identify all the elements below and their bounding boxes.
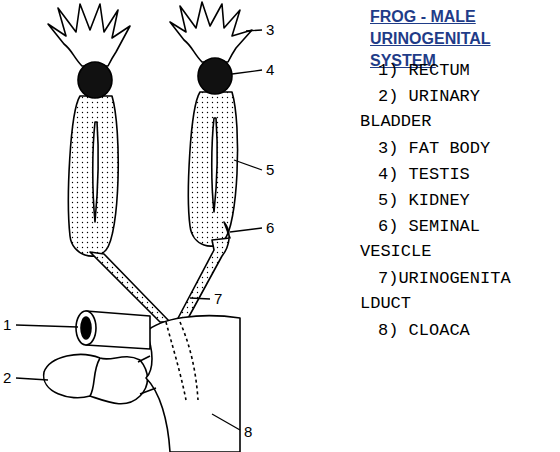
cloaca-line: [166, 322, 198, 400]
leader-line: [16, 325, 78, 327]
part-list-item: 4) TESTIS: [360, 162, 552, 187]
part-list-item: 3) FAT BODY: [360, 136, 552, 161]
leader-line: [246, 30, 262, 31]
fat-body: [48, 4, 130, 66]
callout-number: 2: [3, 370, 11, 386]
part-list-item: 2) URINARY BLADDER: [360, 84, 552, 134]
fat-body: [170, 2, 252, 62]
kidney-slit: [212, 118, 217, 212]
callout-number: 3: [266, 22, 274, 38]
part-list-item: 5) KIDNEY: [360, 188, 552, 213]
callout-number: 8: [244, 424, 252, 440]
kidney: [188, 92, 237, 246]
cloaca: [146, 316, 240, 452]
callout-number: 4: [266, 62, 274, 78]
part-list-item: 1) RECTUM: [360, 58, 552, 83]
callout-number: 6: [266, 220, 274, 236]
testis: [78, 62, 112, 98]
kidney: [68, 96, 118, 256]
leader-line: [234, 160, 262, 170]
callout-number: 5: [266, 162, 274, 178]
callout-number: 7: [214, 291, 222, 307]
testis: [198, 58, 232, 94]
part-list-item: 6) SEMINAL VESICLE: [360, 214, 552, 264]
kidney-slit: [93, 122, 98, 222]
seminal-vesicle: [176, 222, 230, 322]
rectum-opening: [81, 317, 91, 339]
urinary-bladder: [44, 354, 148, 403]
part-list-item: 7)URINOGENITA LDUCT: [360, 266, 552, 316]
leader-line: [212, 414, 240, 430]
leader-line: [232, 70, 262, 74]
bladder-neck: [138, 356, 156, 394]
callout-number: 1: [3, 317, 11, 333]
leader-line: [16, 378, 48, 380]
leader-line: [190, 298, 210, 299]
rectum-opening: [76, 311, 96, 345]
bladder-notch: [90, 358, 100, 396]
part-list-item: 8) CLOACA: [360, 318, 552, 343]
leader-line: [230, 228, 262, 232]
